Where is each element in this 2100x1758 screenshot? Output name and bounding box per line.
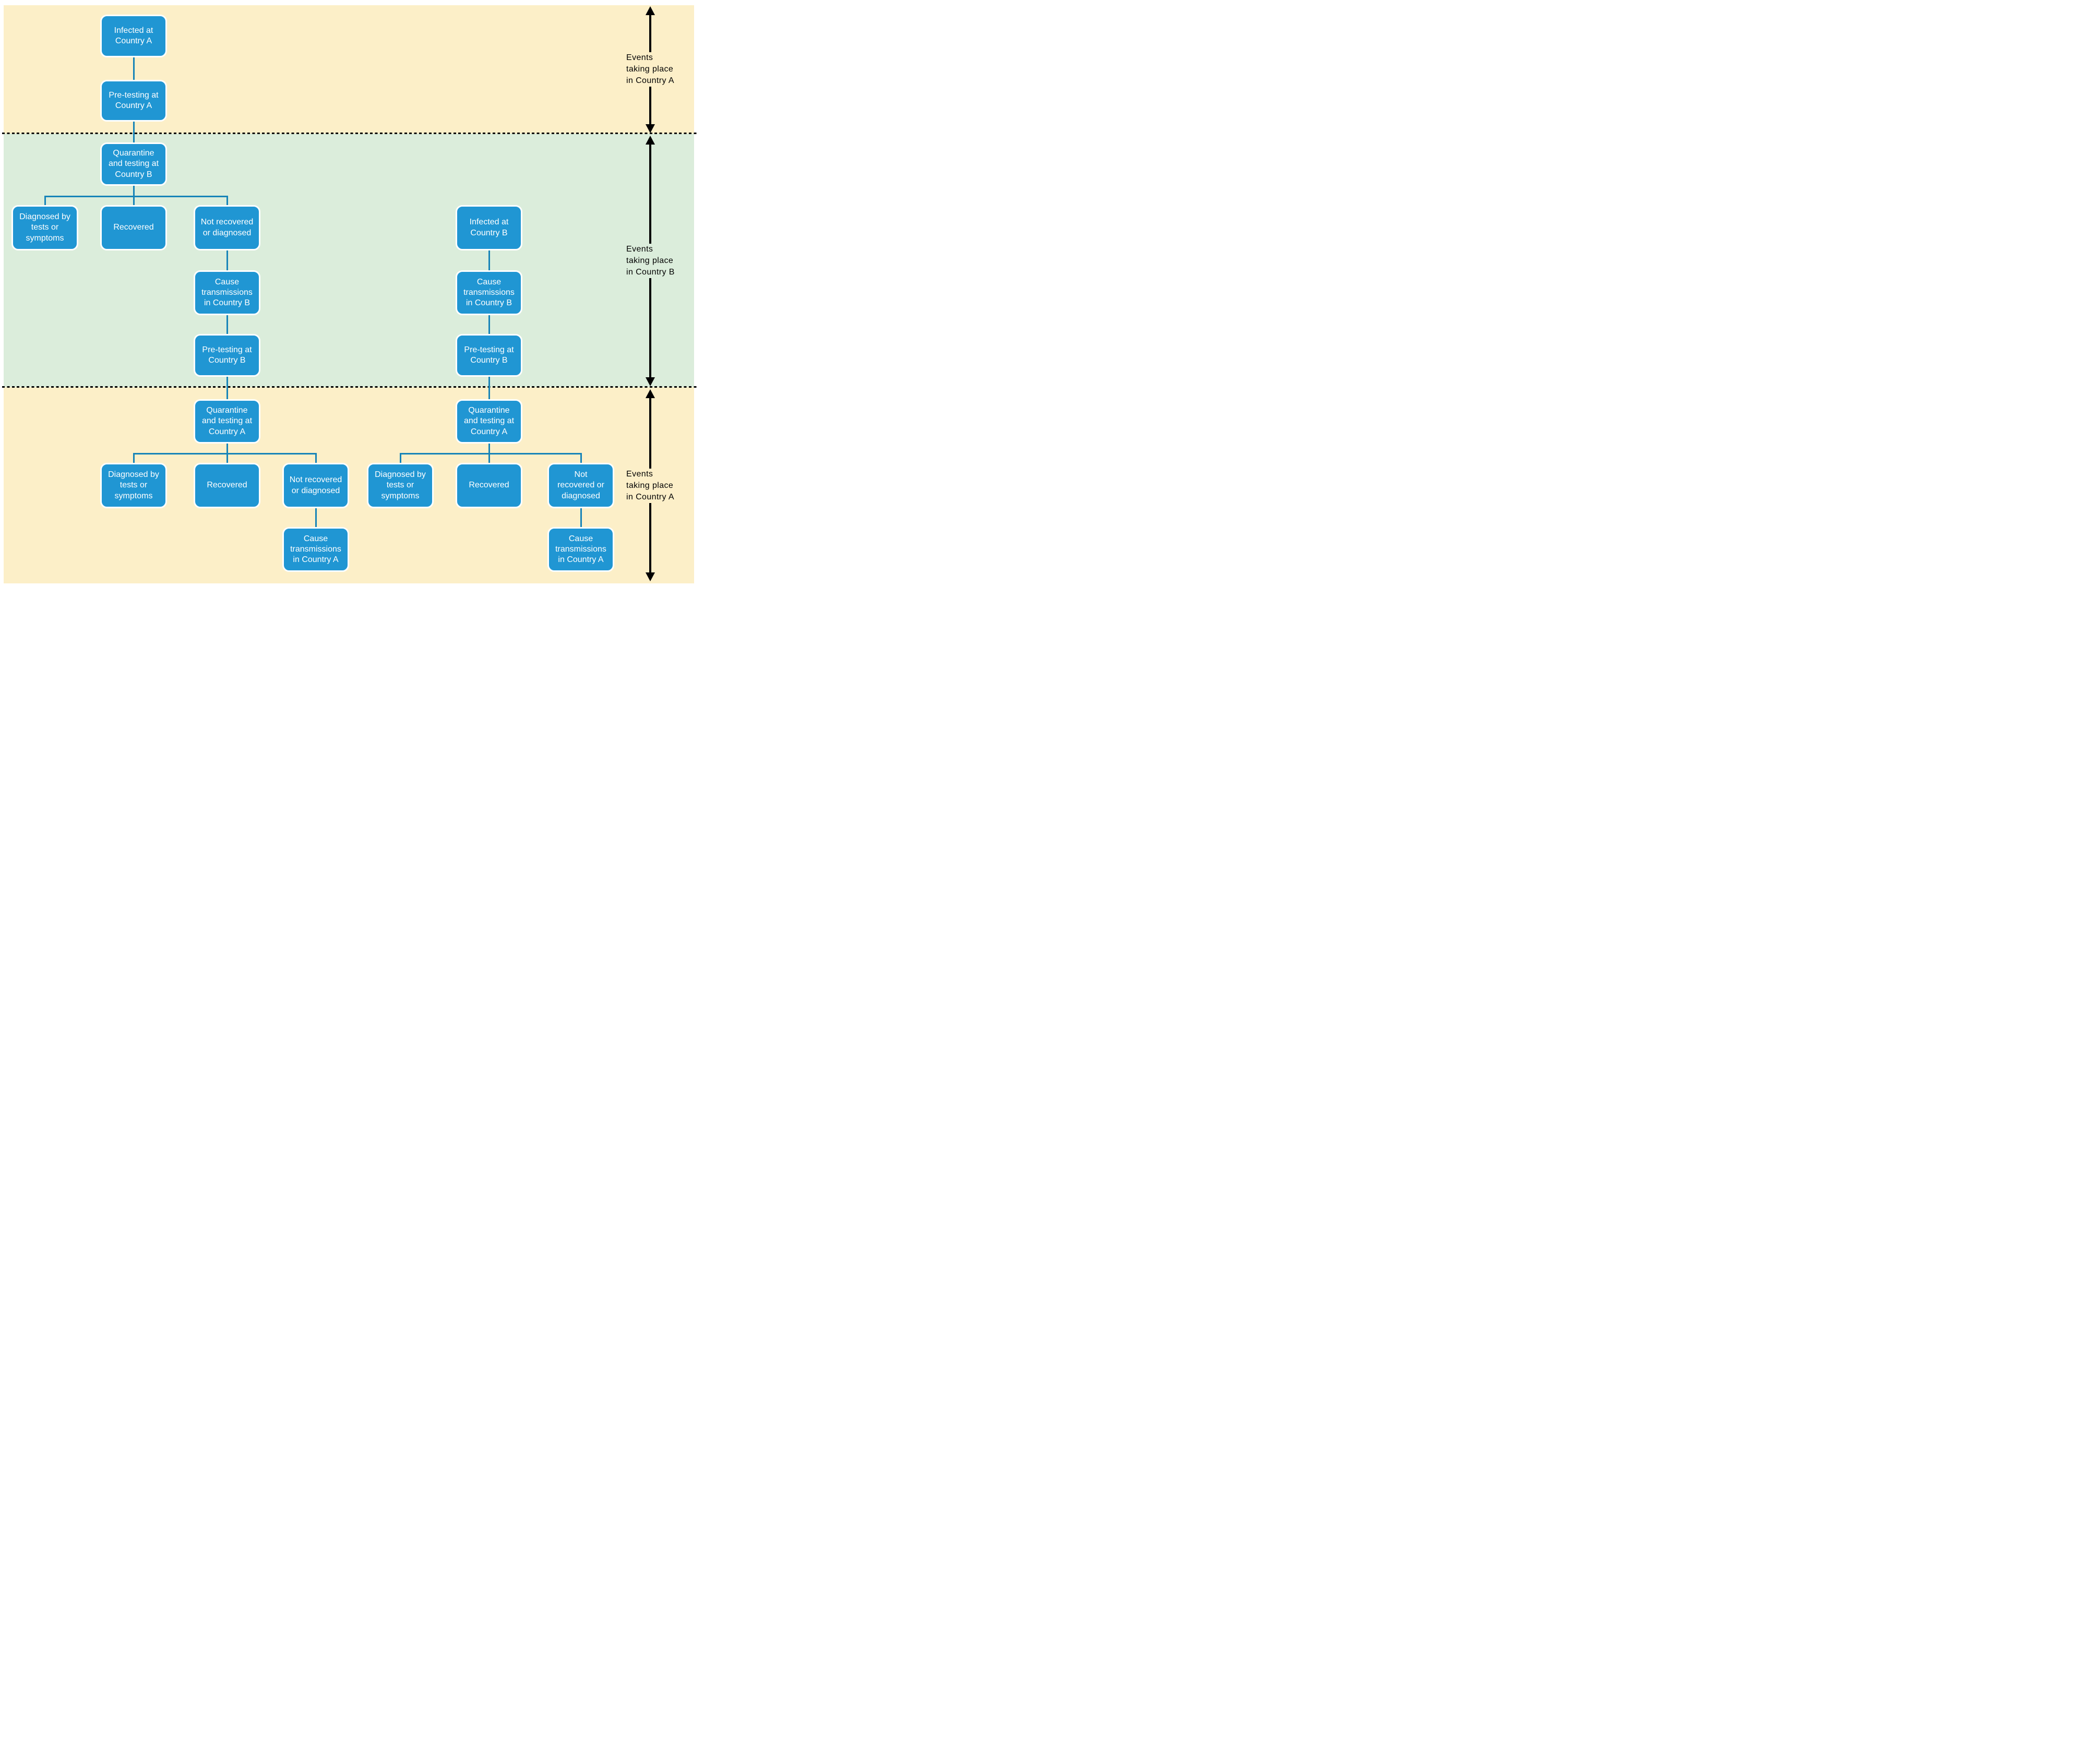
connector-line [488, 444, 490, 453]
node-cause-a-left: Cause transmissions in Country A [282, 527, 349, 572]
connector-line [133, 57, 135, 80]
connector-line [580, 508, 582, 527]
separator-a-b [2, 133, 698, 134]
node-cause-a-right: Cause transmissions in Country A [547, 527, 614, 572]
node-pretesting-a: Pre-testing at Country A [100, 80, 167, 122]
node-infected-b: Infected at Country B [456, 205, 522, 250]
node-diagnosed-a-right: Diagnosed by tests or symptoms [367, 463, 434, 508]
label-events-country-b: Events taking place in Country B [626, 245, 675, 277]
connector-line [44, 197, 46, 205]
connector-line [133, 197, 135, 205]
arrow-line [649, 87, 651, 124]
connector-line [133, 186, 135, 196]
node-diagnosed-b: Diagnosed by tests or symptoms [11, 205, 78, 250]
arrowhead-up-icon [646, 6, 655, 15]
connector-line [133, 453, 317, 455]
connector-line [488, 377, 490, 399]
arrowhead-down-icon [646, 377, 655, 386]
separator-b-a [2, 386, 698, 388]
node-diagnosed-a-left: Diagnosed by tests or symptoms [100, 463, 167, 508]
node-pretesting-b-left: Pre-testing at Country B [194, 334, 260, 377]
node-recovered-a-right: Recovered [456, 463, 522, 508]
connector-line [226, 315, 228, 334]
connector-line [226, 197, 228, 205]
node-cause-b-left: Cause transmissions in Country B [194, 270, 260, 315]
node-quarantine-b: Quarantine and testing at Country B [100, 142, 167, 186]
node-notrecovered-a-left: Not recovered or diagnosed [282, 463, 349, 508]
connector-line [226, 444, 228, 453]
arrowhead-down-icon [646, 124, 655, 133]
arrow-line [649, 503, 651, 572]
connector-line [315, 455, 317, 463]
node-notrecovered-b: Not recovered or diagnosed [194, 205, 260, 250]
node-quarantine-a-left: Quarantine and testing at Country A [194, 399, 260, 444]
node-infected-a: Infected at Country A [100, 15, 167, 57]
connector-line [399, 455, 401, 463]
arrowhead-up-icon [646, 136, 655, 145]
arrowhead-down-icon [646, 572, 655, 581]
connector-line [488, 455, 490, 463]
node-cause-b-right: Cause transmissions in Country B [456, 270, 522, 315]
connector-line [226, 377, 228, 399]
connector-line [315, 508, 317, 527]
connector-line [488, 250, 490, 270]
label-events-country-a-top: Events taking place in Country A [626, 53, 674, 85]
arrow-line [649, 278, 651, 377]
connector-line [580, 455, 582, 463]
node-recovered-b: Recovered [100, 205, 167, 250]
label-events-country-a-bottom: Events taking place in Country A [626, 470, 674, 501]
node-pretesting-b-right: Pre-testing at Country B [456, 334, 522, 377]
connector-line [226, 250, 228, 270]
flowchart-canvas: Infected at Country A Pre-testing at Coun… [0, 0, 700, 586]
arrow-line [649, 145, 651, 244]
arrowhead-up-icon [646, 389, 655, 398]
connector-line [133, 455, 135, 463]
arrow-line [649, 15, 651, 52]
node-recovered-a-left: Recovered [194, 463, 260, 508]
connector-line [399, 453, 582, 455]
node-notrecovered-a-right: Not recovered or diagnosed [547, 463, 614, 508]
connector-line [133, 122, 135, 142]
arrow-line [649, 398, 651, 469]
node-quarantine-a-right: Quarantine and testing at Country A [456, 399, 522, 444]
connector-line [44, 196, 228, 197]
connector-line [488, 315, 490, 334]
connector-line [226, 455, 228, 463]
